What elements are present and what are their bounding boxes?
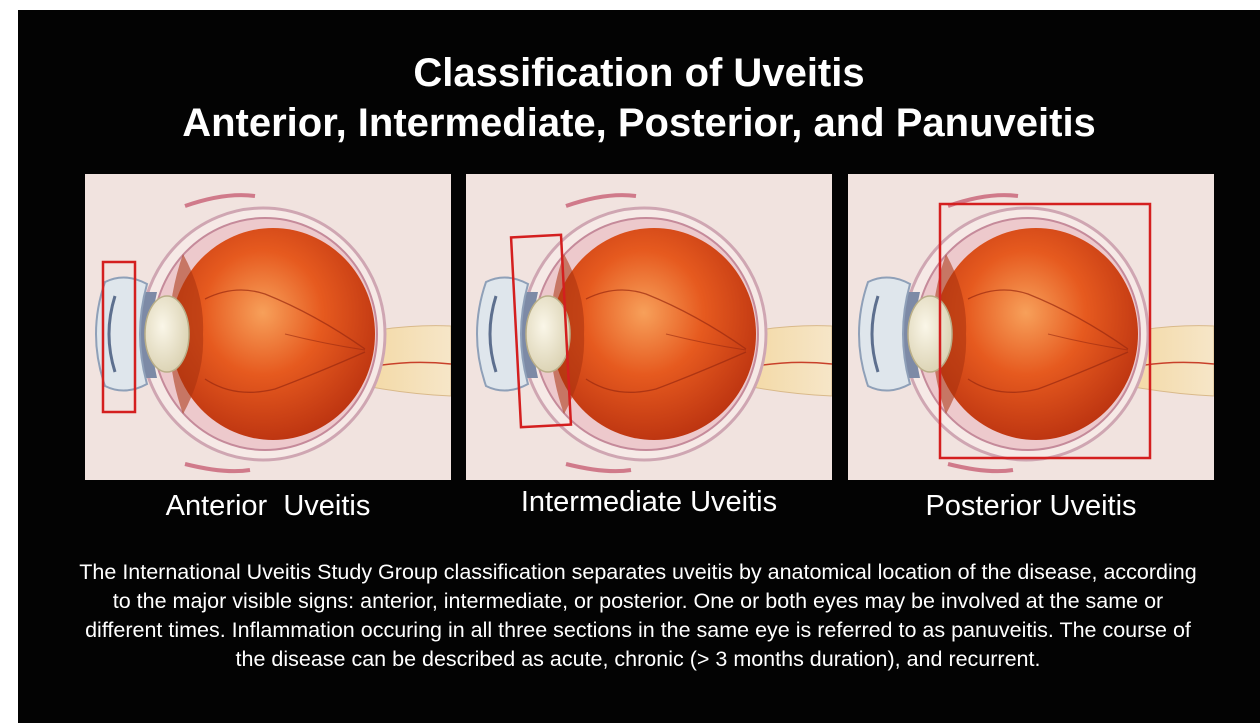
anterior-uveitis-diagram: [85, 174, 451, 480]
posterior-uveitis-diagram: [848, 174, 1214, 480]
anterior-caption: Anterior Uveitis: [68, 488, 468, 524]
slide-title: Classification of Uveitis Anterior, Inte…: [18, 48, 1260, 148]
title-line-1: Classification of Uveitis: [18, 48, 1260, 98]
slide: Classification of Uveitis Anterior, Inte…: [18, 10, 1260, 723]
intermediate-caption: Intermediate Uveitis: [449, 484, 849, 520]
posterior-caption: Posterior Uveitis: [831, 488, 1231, 524]
description-paragraph: The International Uveitis Study Group cl…: [78, 558, 1198, 674]
intermediate-uveitis-diagram: [466, 174, 832, 480]
title-line-2: Anterior, Intermediate, Posterior, and P…: [18, 98, 1260, 148]
